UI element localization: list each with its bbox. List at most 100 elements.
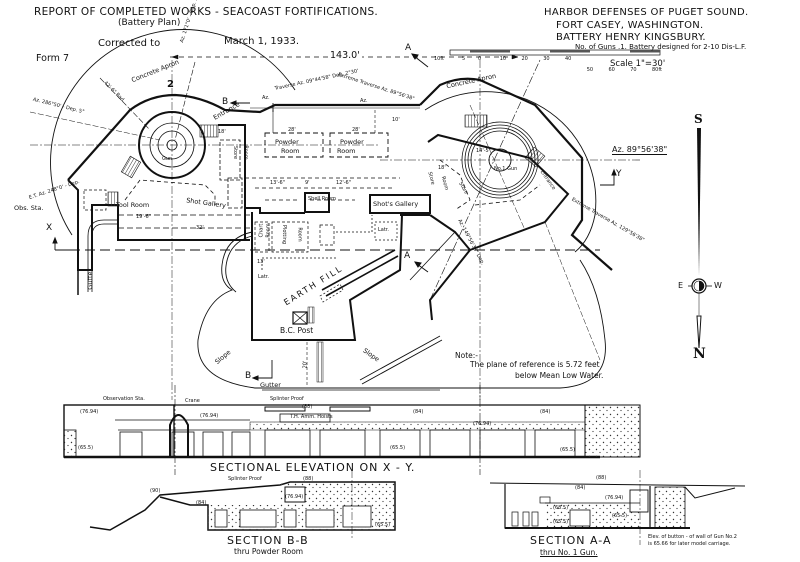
note-title: Note:-	[455, 351, 478, 360]
dim-9: 9'	[305, 180, 310, 186]
fort-title: FORT CASEY, WASHINGTON.	[556, 20, 704, 31]
gun1-label: No.1 Gun	[494, 166, 518, 172]
gun2-stair-right	[199, 124, 219, 138]
elevation-title: SECTIONAL ELEVATION ON X - Y.	[210, 461, 416, 474]
gun1-radius-dim: 18'	[438, 165, 446, 171]
note-line-1: The plane of reference is 5.72 feet	[470, 360, 600, 369]
shot-gallery-right-label: Shot's Gallery	[373, 200, 419, 208]
plotting-room-2: Room	[296, 227, 303, 242]
aa-footnote-1: Elev. of button - of wall of Gun No.2	[648, 534, 737, 540]
scale-label: Scale 1"=30'	[610, 59, 666, 69]
el-76-94-c: (76.94)	[473, 421, 492, 427]
gun2-parapet	[67, 93, 420, 181]
section-marker-a-top: A	[405, 43, 412, 53]
aa-footnote-2: is 65.66 for later model carriage.	[648, 541, 731, 547]
bb-el-88: (88)	[303, 476, 314, 482]
section-bb-title: SECTION B-B	[227, 534, 309, 547]
gun2-label: Gun	[162, 156, 173, 162]
dim-20: 20'	[302, 360, 309, 369]
powder-room-2-line2: Room	[337, 147, 356, 155]
bb-el-76-94: (76.94)	[285, 494, 304, 500]
bc-post	[292, 311, 308, 325]
splinter-proof-label: Splinter Proof	[270, 396, 304, 402]
plotting-room	[271, 221, 309, 253]
compass-e: E	[678, 281, 684, 290]
plotting-room-1: Plotting	[281, 224, 288, 245]
aa-el-65-5b: (65.5)	[612, 513, 628, 519]
scale-tick-label: 30	[543, 56, 550, 62]
section-aa-drawing	[489, 470, 746, 545]
crane-label: Crane	[185, 398, 200, 404]
aa-el-84: (84)	[575, 485, 586, 491]
gun2-stair-left	[120, 155, 142, 179]
gun1-building	[427, 133, 570, 252]
dim-10: 10'	[392, 117, 400, 123]
powder-room-2-line1: Powder	[340, 138, 364, 146]
aa-el-88: (88)	[596, 475, 607, 481]
dim-13-6: 13'-6"	[270, 180, 286, 186]
scale-tick-label: 70	[630, 67, 637, 73]
elevation-xy-drawing	[63, 385, 641, 475]
scale-tick-10ft: 10ft	[434, 56, 444, 62]
section-bb-drawing	[89, 470, 396, 540]
el-76-94-a: (76.94)	[80, 409, 99, 415]
dim-12-6: 12'-6"	[336, 180, 352, 186]
scale-bar	[449, 49, 661, 56]
section-marker-y: Y	[616, 169, 622, 179]
dim-32: 32'	[196, 225, 204, 231]
tool-room-label: Tool Room	[116, 201, 150, 209]
compass-n: N	[693, 346, 706, 362]
compass-w: W	[714, 281, 722, 290]
observation-sta-label: Observation Sta.	[103, 396, 145, 402]
report-title: REPORT OF COMPLETED WORKS - SEACOAST FOR…	[34, 6, 379, 18]
bb-el-84: (84)	[196, 500, 207, 506]
shell-room	[304, 192, 330, 213]
gun2-apron-arc	[50, 29, 296, 236]
chart-room-1: Chart	[258, 223, 265, 238]
el-76-94-b: (76.94)	[200, 413, 219, 419]
scale-tick-label: 80ft	[652, 67, 662, 73]
gun1-apron-arc	[424, 91, 597, 253]
section-marker-a-mid: A	[404, 251, 411, 261]
scale-tick-label: 60	[608, 67, 615, 73]
section-bb-subtitle: thru Powder Room	[234, 547, 304, 556]
aa-el-76-94: (76.94)	[605, 495, 624, 501]
corrected-date: March 1, 1933.	[224, 36, 300, 47]
slope-curve	[197, 231, 606, 389]
el-88: (88)	[302, 404, 313, 410]
harbor-title: HARBOR DEFENSES OF PUGET SOUND.	[544, 7, 749, 18]
compass-s: S	[694, 112, 703, 126]
shell-room-label: Shell Room	[308, 196, 337, 202]
gun2-number: 2	[167, 79, 174, 90]
section-marker-b-top: B	[222, 97, 229, 107]
scale-tick-5: 5	[462, 56, 466, 62]
battery-title: BATTERY HENRY KINGSBURY.	[556, 32, 706, 43]
bb-el-65-5: (65.5)	[375, 522, 391, 528]
az-short-right: Az.	[360, 98, 368, 104]
el-65-5-b: (65.5)	[390, 445, 406, 451]
guns-line: No. of Guns .1. Battery designed for 2-1…	[575, 43, 747, 51]
bb-splinter-proof: Splinter Proof	[228, 476, 262, 482]
note-line-2: below Mean Low Water.	[515, 371, 604, 380]
powder-room-1-line2: Room	[281, 147, 300, 155]
el-65-5-a: (65.5)	[78, 445, 94, 451]
powder-room-1-line1: Powder	[275, 138, 299, 146]
gutter-left	[91, 223, 118, 292]
el-65-5-c: (65.5)	[560, 447, 576, 453]
section-aa-title: SECTION A-A	[530, 534, 612, 547]
compass-rose	[688, 128, 712, 349]
latr-1: Latr.	[378, 227, 389, 233]
scale-tick-label: 10	[499, 56, 507, 62]
scale-tick-label: 40	[565, 56, 572, 62]
section-marker-x: X	[46, 223, 53, 233]
section-marker-b-bottom: B	[245, 371, 252, 381]
gun1-parapet	[419, 77, 613, 271]
gun1-ring-dim: 14'-5"	[476, 148, 492, 154]
section-aa-subtitle: thru No. 1 Gun.	[540, 548, 598, 557]
store-room-left-1: Store	[232, 145, 239, 160]
bb-el-90: (90)	[150, 488, 161, 494]
dim-18: 18'	[218, 129, 226, 135]
aa-el-65-5: (65.5)	[553, 519, 569, 525]
overall-dimension: 143.0'	[328, 50, 362, 61]
